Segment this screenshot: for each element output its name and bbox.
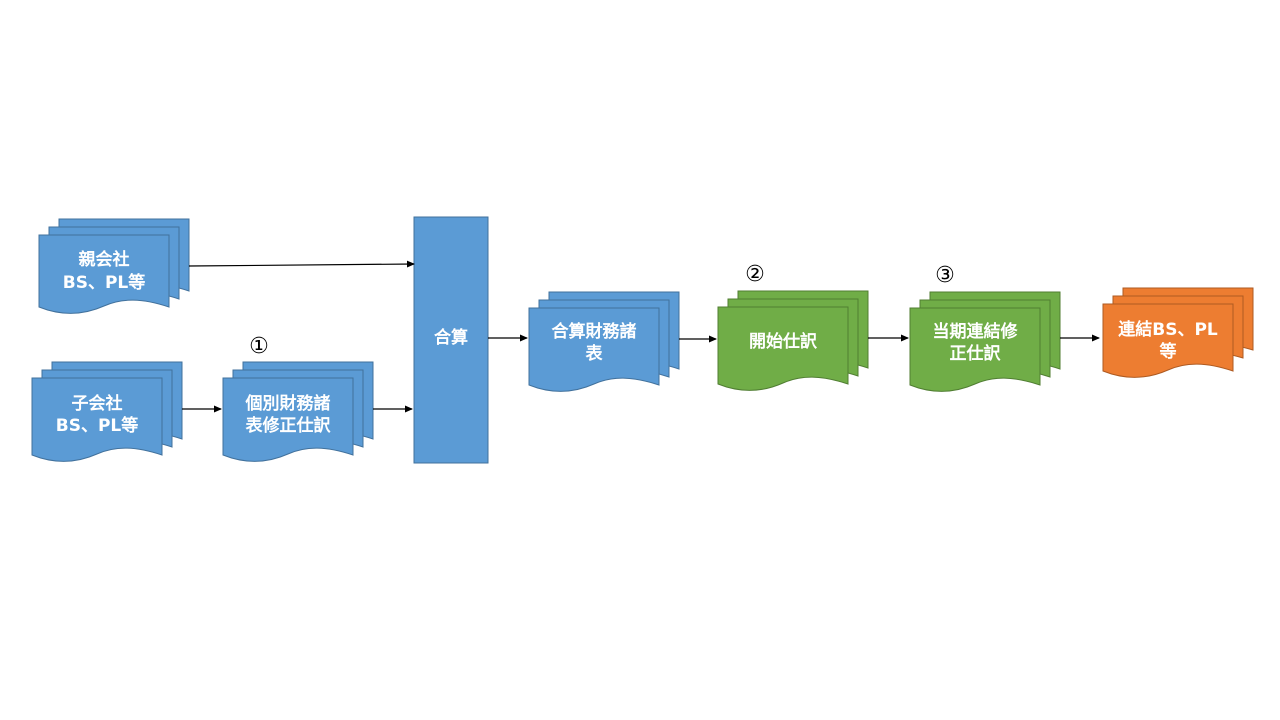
aggregation-label: 合算 (434, 327, 468, 348)
combined-statements-label-line2: 表 (586, 343, 604, 364)
document-sheet-front (717, 306, 849, 391)
individual-adjustments-label-line2: 表修正仕訳 (246, 415, 332, 436)
document-sheet-front (31, 377, 163, 462)
document-sheet-front (38, 234, 170, 314)
consolidated-statements-label-line2: 等 (1160, 341, 1177, 362)
combined-statements-label-line1: 合算財務諸 (552, 321, 637, 342)
step-marker-1: ① (249, 334, 269, 359)
document-sheet-front (909, 307, 1041, 392)
parent-statements-node: 親会社 BS、PL等 (38, 218, 190, 314)
subsidiary-statements-label-line2: BS、PL等 (56, 415, 139, 436)
step-marker-2: ② (745, 262, 765, 287)
opening-entries-label: 開始仕訳 (749, 331, 818, 352)
current-consolidation-entries-node: 当期連結修 正仕訳 (909, 291, 1061, 392)
subsidiary-statements-label-line1: 子会社 (72, 393, 123, 414)
current-consolidation-entries-label-line1: 当期連結修 (933, 321, 1019, 342)
individual-adjustments-label-line1: 個別財務諸 (245, 393, 331, 414)
subsidiary-statements-node: 子会社 BS、PL等 (31, 361, 183, 462)
aggregation-block (413, 216, 489, 464)
opening-entries-node: 開始仕訳 (717, 290, 869, 391)
consolidated-statements-node: 連結BS、PL 等 (1102, 287, 1254, 378)
document-sheet-front (222, 377, 354, 462)
individual-adjustments-node: 個別財務諸 表修正仕訳 (222, 361, 374, 462)
step-marker-3: ③ (935, 263, 955, 288)
parent-statements-label-line2: BS、PL等 (63, 272, 146, 293)
consolidated-statements-label-line1: 連結BS、PL (1118, 319, 1218, 340)
document-sheet-front (528, 307, 660, 392)
parent-statements-label-line1: 親会社 (79, 249, 130, 270)
document-sheet-front (1102, 303, 1234, 378)
aggregation-node: 合算 (413, 216, 489, 464)
combined-statements-node: 合算財務諸 表 (528, 291, 680, 392)
current-consolidation-entries-label-line2: 正仕訳 (950, 343, 1002, 364)
arrow-parent-to-aggregation (188, 260, 415, 268)
